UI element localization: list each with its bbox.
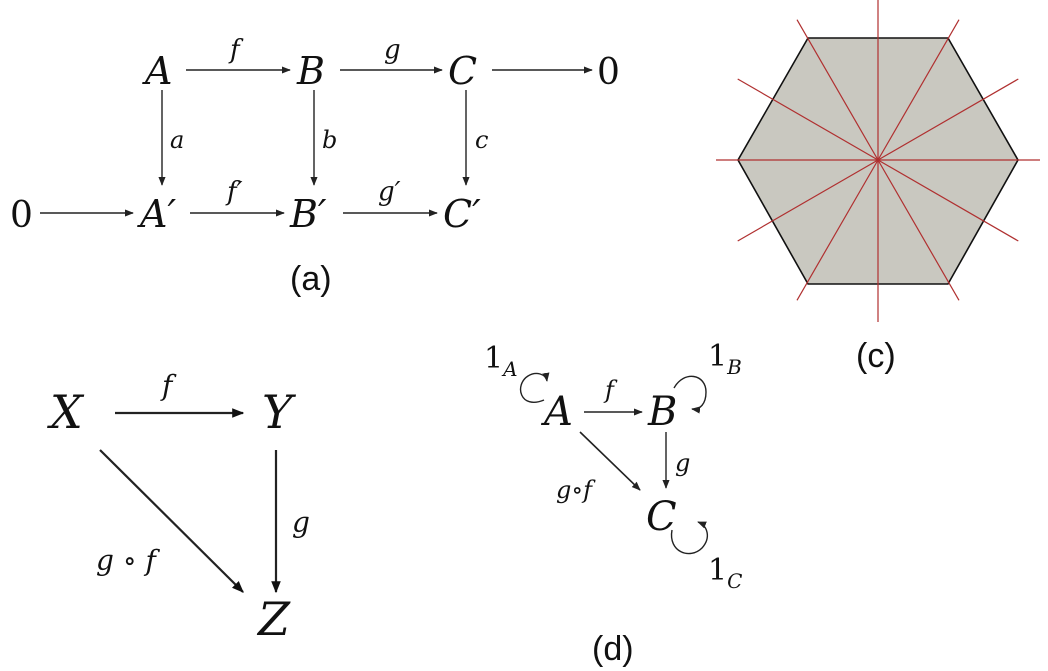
label-f-prime: f′ — [225, 177, 243, 207]
arrow-g-compose-f — [99, 449, 244, 593]
label-g-compose-f: g ∘ f — [96, 544, 160, 577]
symmetry-line — [877, 78, 1019, 161]
diagram-a: A B C 0 0 A′ B′ C′ f g a b c f′ g′ (a) — [10, 35, 620, 298]
symmetry-line — [737, 159, 879, 242]
node-zero-left: 0 — [10, 195, 33, 236]
identity-loop-C — [670, 521, 709, 555]
identity-label-C: 1C — [708, 553, 742, 593]
node-B: B — [647, 389, 677, 435]
node-C: C — [448, 49, 477, 93]
identity-label-A: 1A — [484, 341, 518, 381]
label-g: g — [292, 506, 310, 539]
symmetry-line — [877, 159, 960, 301]
symmetry-line — [877, 19, 960, 161]
node-B-prime: B′ — [289, 192, 327, 236]
label-g: g — [384, 35, 401, 65]
label-g-prime: g′ — [378, 177, 401, 207]
label-f: f — [228, 35, 244, 65]
symmetry-line — [877, 159, 1019, 242]
label-f: f — [603, 376, 618, 404]
caption-a: (a) — [290, 260, 332, 298]
node-X: X — [47, 385, 85, 439]
label-a: a — [170, 126, 184, 154]
identity-label-B: 1B — [708, 339, 742, 379]
label-c: c — [475, 126, 488, 154]
symmetry-line — [737, 78, 879, 161]
identity-loop-B — [673, 375, 707, 414]
label-g: g — [675, 449, 690, 477]
symmetry-line — [796, 19, 879, 161]
node-A: A — [540, 389, 573, 435]
symmetry-lines — [716, 0, 1040, 322]
diagram-c: (c) — [716, 0, 1040, 375]
label-g-compose-f: g∘f — [556, 476, 596, 504]
identity-loop-A — [519, 372, 550, 403]
label-b: b — [322, 126, 337, 154]
diagram-b: X Y Z f g g ∘ f — [47, 369, 310, 646]
arrow-g-compose-f — [579, 431, 641, 491]
diagram-d: A B C f g g∘f 1A 1B 1C (d) — [484, 339, 742, 668]
node-B: B — [296, 49, 325, 93]
node-zero-right: 0 — [597, 52, 620, 93]
node-Y: Y — [262, 385, 297, 439]
caption-d: (d) — [592, 630, 634, 668]
label-f: f — [160, 369, 177, 402]
symmetry-line — [796, 159, 879, 301]
node-A: A — [142, 49, 172, 93]
node-C-prime: C′ — [443, 192, 481, 236]
node-Z: Z — [256, 592, 291, 646]
node-A-prime: A′ — [137, 192, 176, 236]
caption-c: (c) — [856, 337, 896, 375]
